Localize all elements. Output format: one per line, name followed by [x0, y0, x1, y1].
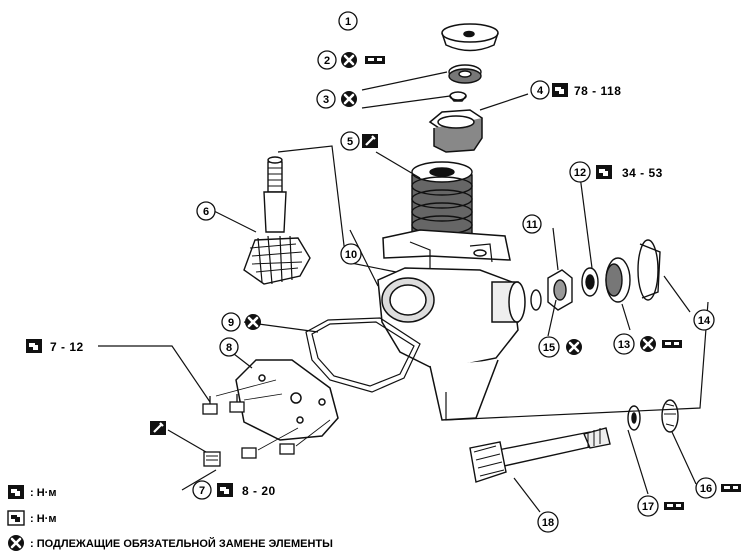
callout-4: 4 — [530, 80, 550, 100]
callout-10: 10 — [340, 243, 362, 265]
replace-icon — [339, 89, 359, 109]
svg-text:11: 11 — [526, 219, 538, 231]
torque-part7: 8 - 20 — [242, 484, 276, 498]
part-bearing — [448, 64, 482, 84]
grease-icon — [664, 502, 684, 510]
replace-icon — [638, 334, 658, 354]
part-rack-shaft — [469, 427, 611, 483]
svg-text:12: 12 — [574, 167, 586, 179]
svg-text:2: 2 — [324, 55, 330, 67]
part-adjust-screw — [203, 451, 221, 467]
svg-text:13: 13 — [618, 339, 630, 351]
callout-17: 17 — [637, 495, 659, 517]
part-gasket — [305, 317, 421, 393]
legend-torque-2: : Н·м — [30, 513, 56, 525]
legend-torque-1: : Н·м — [30, 487, 56, 499]
grease-icon — [721, 484, 741, 492]
legend: : Н·м : Н·м : ПОДЛЕЖАЩИЕ ОБЯЗАТЕЛЬНОЙ ЗА… — [6, 485, 333, 553]
sealant-icon — [360, 132, 380, 150]
svg-text:6: 6 — [203, 206, 209, 218]
svg-text:18: 18 — [542, 517, 554, 529]
part-washer-12 — [581, 267, 599, 297]
callout-9: 9 — [221, 312, 241, 332]
callout-5: 5 — [340, 131, 360, 151]
torque-wrench-icon — [596, 165, 612, 179]
callout-16: 16 — [695, 477, 717, 499]
svg-text:15: 15 — [543, 342, 555, 354]
torque-wrench-icon — [8, 485, 24, 499]
sealant-icon — [148, 419, 168, 437]
grease-icon — [365, 56, 385, 64]
part-adjust-nut — [428, 109, 483, 153]
callout-8: 8 — [219, 337, 239, 357]
svg-text:10: 10 — [345, 249, 357, 261]
callout-12: 12 — [569, 161, 591, 183]
svg-text:9: 9 — [228, 317, 234, 329]
callout-2: 2 — [317, 50, 337, 70]
part-ring — [449, 91, 467, 102]
torque-wrench-icon — [217, 483, 233, 497]
svg-text:5: 5 — [347, 136, 353, 148]
callout-1: 1 — [338, 11, 358, 31]
replace-icon — [6, 533, 26, 553]
svg-text:7: 7 — [199, 485, 205, 497]
svg-text:14: 14 — [698, 315, 711, 327]
grease-icon — [662, 340, 682, 348]
svg-text:17: 17 — [642, 501, 654, 513]
part-lock-16 — [661, 399, 679, 433]
torque-wrench-icon — [552, 83, 568, 97]
replace-icon — [243, 312, 263, 332]
replace-icon — [564, 337, 584, 357]
svg-text:1: 1 — [345, 16, 351, 28]
part-bolts — [202, 394, 295, 459]
torque-part12: 34 - 53 — [622, 166, 663, 180]
part-oring-15 — [530, 289, 542, 311]
svg-text:4: 4 — [537, 85, 544, 97]
torque-wrench-icon — [26, 339, 42, 353]
callout-18: 18 — [537, 511, 559, 533]
callout-11: 11 — [522, 214, 542, 234]
callout-3: 3 — [316, 89, 336, 109]
callout-6: 6 — [196, 201, 216, 221]
part-nut-11 — [547, 269, 573, 311]
torque-part4: 78 - 118 — [574, 84, 621, 98]
part-pinion-shaft — [243, 156, 311, 285]
part-housing — [377, 229, 526, 421]
part-cap — [441, 23, 499, 52]
callout-13: 13 — [613, 333, 635, 355]
svg-text:3: 3 — [323, 94, 329, 106]
torque-wrench-outline-icon — [7, 510, 25, 526]
replace-icon — [339, 50, 359, 70]
part-washer-17 — [627, 405, 641, 431]
part-cover — [235, 359, 339, 441]
svg-text:16: 16 — [700, 483, 712, 495]
callout-14: 14 — [693, 309, 715, 331]
callout-15: 15 — [538, 336, 560, 358]
part-plate-14 — [637, 239, 661, 301]
part-bushing-13 — [605, 257, 631, 303]
svg-text:8: 8 — [226, 342, 232, 354]
leader-lines — [98, 71, 709, 513]
legend-replace: : ПОДЛЕЖАЩИЕ ОБЯЗАТЕЛЬНОЙ ЗАМЕНЕ ЭЛЕМЕНТ… — [30, 537, 333, 550]
callout-7: 7 — [192, 480, 212, 500]
torque-bolts: 7 - 12 — [50, 340, 84, 354]
